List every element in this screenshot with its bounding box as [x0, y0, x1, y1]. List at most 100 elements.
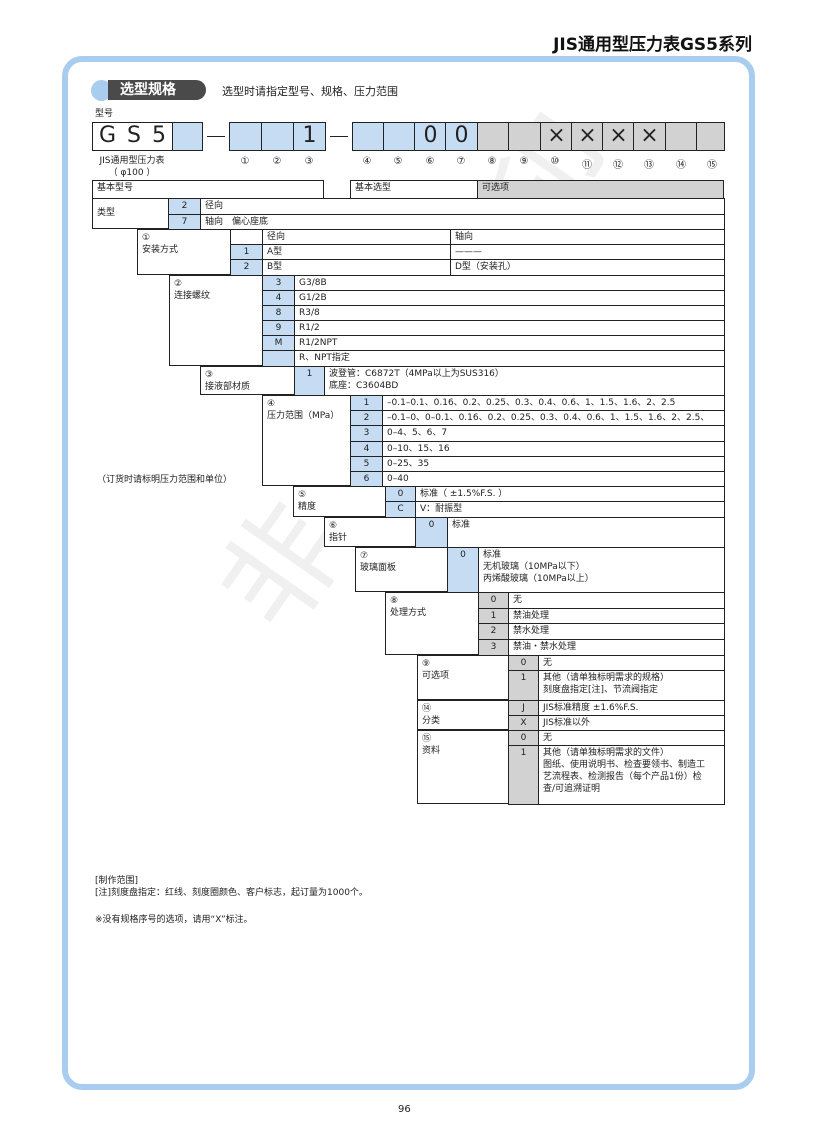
option-code: 2: [168, 198, 201, 215]
block-number: ⑨: [422, 659, 431, 669]
block-label-b14: ⑭ 分类: [417, 700, 509, 730]
option-text: 0–10、15、16: [382, 441, 725, 457]
block-name: 类型: [97, 208, 116, 218]
position-number: ⑫: [613, 160, 623, 171]
position-number: ⑥: [425, 156, 435, 167]
range-text: [注]刻度盘指定：红线、刻度圈颜色、客户标志，起订量为1000个。: [95, 888, 368, 898]
option-text: R1/2: [294, 320, 725, 336]
option-text: JIS标准精度 ±1.6%F.S.: [538, 700, 725, 716]
block-name: 分类: [422, 716, 441, 726]
model-code-cell: [696, 122, 725, 151]
option-text: 无: [538, 730, 725, 746]
model-code-cell: [261, 122, 294, 151]
model-code-cell: [508, 122, 541, 151]
option-code: 1: [230, 244, 263, 260]
option-text: G1/2B: [294, 290, 725, 306]
option-text: 标准（ ±1.5%F.S. ）: [415, 486, 725, 502]
model-code-cell: 0: [445, 122, 478, 151]
position-number: ④: [362, 156, 372, 167]
block-number: ⑤: [298, 490, 307, 500]
separator-dash: [330, 136, 348, 137]
page-number: 96: [398, 1104, 411, 1115]
option-text: D型（安装孔）: [450, 259, 725, 276]
model-code-cell: [229, 122, 262, 151]
model-code-cell: ×: [633, 122, 666, 151]
option-code: 2: [230, 259, 263, 276]
option-code: 9: [262, 320, 295, 336]
model-code-cell: [352, 122, 385, 151]
option-text: 禁油处理: [508, 608, 725, 624]
range-title: [制作范围]: [95, 876, 139, 886]
option-code: 7: [168, 214, 201, 230]
option-code: 0: [385, 486, 416, 502]
options-header: 可选项: [477, 180, 724, 199]
option-code: 0: [478, 592, 509, 609]
option-code: 4: [262, 290, 295, 306]
block-name: 资料: [422, 746, 441, 756]
option-code: 1: [350, 395, 383, 411]
block-number: ⑧: [390, 596, 399, 606]
option-code: 0: [508, 655, 539, 671]
base-desc-size: （ φ100 ）: [108, 168, 156, 178]
option-code: 6: [350, 471, 383, 487]
page-title: JIS通用型压力表GS5系列: [553, 35, 752, 55]
option-text: 标准 无机玻璃（10MPa以下） 丙烯酸玻璃（10MPa以上）: [478, 547, 725, 593]
separator-dash: [207, 136, 225, 137]
option-text: V：耐振型: [415, 501, 725, 518]
option-code: 2: [350, 410, 383, 426]
option-code: 2: [478, 623, 509, 640]
model-code-cell: 1: [293, 122, 326, 151]
block-number: ③: [205, 370, 214, 380]
position-number: ⑪: [582, 160, 592, 171]
section-label: 选型规格: [108, 80, 206, 100]
position-number: ③: [304, 156, 314, 167]
position-number: ⑬: [644, 160, 654, 171]
basic-select-header: 基本选型: [350, 180, 478, 199]
position-number: ⑩: [550, 156, 560, 167]
option-code: 3: [478, 639, 509, 656]
option-text: 标准: [447, 517, 725, 548]
block-number: ⑥: [329, 521, 338, 531]
option-text: 0–25、35: [382, 456, 725, 472]
option-code: 1: [508, 670, 539, 701]
block-name: 压力范围（MPa）: [267, 411, 340, 421]
content-frame: [62, 56, 755, 1090]
option-code: J: [508, 700, 539, 716]
option-code: 0: [415, 517, 448, 548]
position-number: ②: [272, 156, 282, 167]
option-code: M: [262, 335, 295, 351]
option-code: 0: [508, 730, 539, 746]
pressure-note: （订货时请标明压力范围和单位）: [97, 475, 233, 485]
option-text: 其他（请单独标明需求的文件） 图纸、使用说明书、检查要领书、制造工 艺流程表、检…: [538, 745, 725, 805]
block-name: 玻璃面板: [360, 563, 397, 573]
option-code: 3: [350, 425, 383, 442]
option-text: –0.1–0.1、0.16、0.2、0.25、0.3、0.4、0.6、1、1.5…: [382, 395, 725, 411]
section-dot-icon: [91, 80, 112, 101]
block-number: ②: [174, 279, 183, 289]
option-text: R、NPT指定: [294, 350, 725, 367]
option-text: 径向: [262, 229, 451, 245]
option-text: 轴向: [450, 229, 725, 245]
option-code: 3: [262, 275, 295, 291]
block-name: 处理方式: [390, 608, 427, 618]
option-text: 波登管：C6872T（4MPa以上为SUS316） 底座：C3604BD: [324, 366, 725, 396]
block-number: ⑭: [422, 704, 432, 714]
position-number: ⑧: [487, 156, 497, 167]
option-code: 1: [508, 745, 539, 805]
option-text: 径向: [200, 198, 725, 215]
position-number: ⑦: [456, 156, 466, 167]
model-code-cell: [665, 122, 698, 151]
block-name: 指针: [329, 533, 348, 543]
position-number: ⑮: [707, 160, 717, 171]
block-label-b8: ⑧ 处理方式: [385, 592, 479, 655]
option-text: B型: [262, 259, 451, 276]
position-number: ⑨: [519, 156, 529, 167]
basic-model-header: 基本型号: [92, 180, 324, 199]
block-label-b6: ⑥ 指针: [324, 517, 416, 547]
model-code-cell: [477, 122, 510, 151]
